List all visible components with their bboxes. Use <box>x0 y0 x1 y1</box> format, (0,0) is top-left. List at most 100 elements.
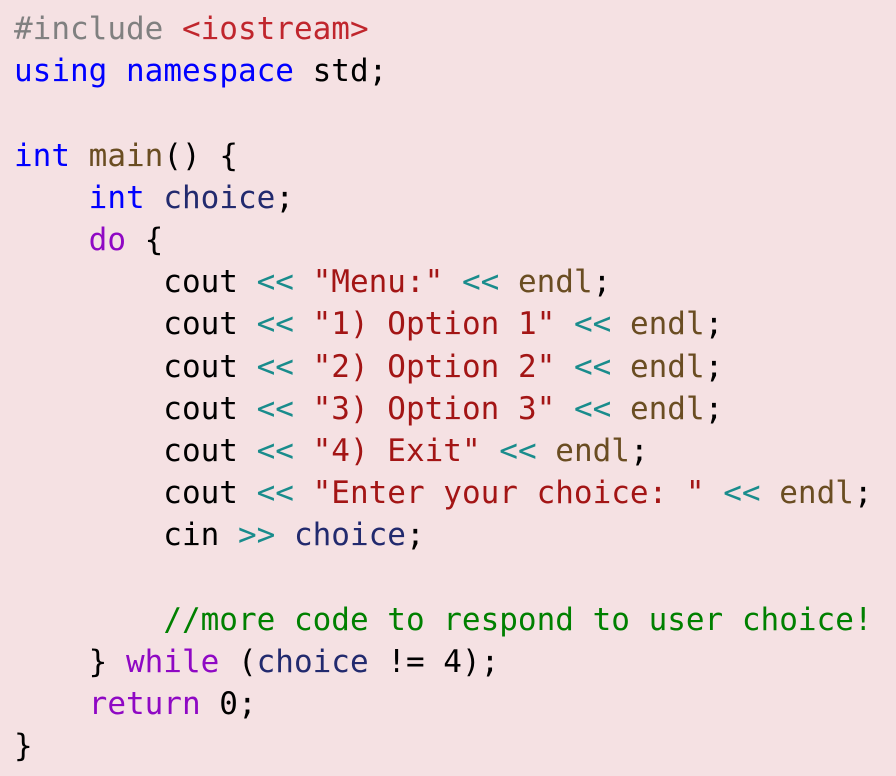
code-token-plain: ; <box>853 475 873 512</box>
code-token-plain <box>481 433 500 469</box>
code-line: cout << "2) Option 2" << endl; <box>14 346 896 388</box>
code-line: //more code to respond to user choice! <box>14 599 896 641</box>
code-token-plain: cout <box>14 390 257 427</box>
code-token-func: endl <box>779 475 854 512</box>
code-token-ident: choice <box>256 643 369 680</box>
code-token-plain <box>14 686 89 722</box>
code-line: cout << "1) Option 1" << endl; <box>14 303 896 345</box>
code-token-plain: ( <box>219 643 257 680</box>
code-line: int choice; <box>14 177 896 219</box>
code-token-string: "Enter your choice: " <box>312 475 705 512</box>
code-token-plain <box>705 475 724 511</box>
code-token-plain <box>611 391 630 427</box>
code-token-op: << <box>256 348 294 385</box>
code-token-plain: cin <box>14 517 238 554</box>
code-token-plain: ; <box>704 306 724 343</box>
code-token-string: "4) Exit" <box>312 432 481 469</box>
code-token-plain <box>294 475 313 511</box>
code-token-plain <box>555 349 574 385</box>
code-token-plain <box>14 180 89 216</box>
code-token-plain: ; <box>405 517 425 554</box>
code-token-op: << <box>256 475 294 512</box>
code-token-func: main <box>88 137 164 174</box>
code-token-string: "3) Option 3" <box>312 390 556 427</box>
code-token-plain <box>294 349 313 385</box>
code-token-keyword: using <box>14 53 108 90</box>
code-token-op: << <box>573 306 612 343</box>
code-token-ident: choice <box>163 179 276 216</box>
code-line <box>14 92 896 134</box>
code-token-plain <box>555 391 574 427</box>
code-token-plain <box>537 433 556 469</box>
code-token-comment: //more code to respond to user choice! <box>163 601 873 638</box>
code-token-plain: ; <box>704 348 724 385</box>
code-token-op: << <box>256 306 294 343</box>
code-token-string: "Menu:" <box>312 264 444 301</box>
code-token-flow: return <box>88 686 201 722</box>
code-token-flow: while <box>125 643 220 680</box>
code-line: cout << "Enter your choice: " << endl; <box>14 472 896 514</box>
code-token-plain <box>611 306 630 342</box>
code-token-plain: std; <box>293 53 388 90</box>
code-token-plain: { <box>125 221 164 258</box>
code-token-string: "1) Option 1" <box>312 306 556 343</box>
code-token-plain: cout <box>14 475 257 512</box>
code-token-flow: do <box>88 221 126 258</box>
code-token-plain: cout <box>14 348 257 385</box>
code-token-keyword: int <box>14 137 70 174</box>
code-token-plain: ; <box>592 264 612 301</box>
code-token-plain <box>611 349 630 385</box>
code-line: cout << "3) Option 3" << endl; <box>14 388 896 430</box>
code-line: using namespace std; <box>14 50 896 92</box>
code-token-plain <box>294 391 313 427</box>
code-token-op: << <box>573 348 612 385</box>
code-line: int main() { <box>14 135 896 177</box>
code-line: cout << "Menu:" << endl; <box>14 261 896 303</box>
code-token-op: << <box>723 475 761 512</box>
code-token-plain <box>499 264 518 300</box>
code-token-op: << <box>256 432 294 469</box>
code-token-op: << <box>499 432 537 469</box>
code-token-keyword: int <box>88 179 145 216</box>
code-token-plain <box>443 264 462 300</box>
code-token-plain <box>70 138 89 174</box>
code-token-plain: () { <box>163 137 238 174</box>
code-token-func: endl <box>629 390 705 427</box>
code-token-op: << <box>256 390 294 427</box>
code-token-plain: cout <box>14 432 257 469</box>
code-line: } <box>14 725 896 767</box>
code-token-plain: 0; <box>200 686 257 722</box>
code-line <box>14 556 896 598</box>
code-token-plain: } <box>14 728 33 765</box>
code-token-op: >> <box>237 517 276 554</box>
code-token-plain <box>107 53 126 89</box>
code-line: cin >> choice; <box>14 514 896 556</box>
code-token-plain: != 4); <box>368 643 500 680</box>
code-line: do { <box>14 219 896 261</box>
code-token-func: endl <box>517 264 593 301</box>
code-line: cout << "4) Exit" << endl; <box>14 430 896 472</box>
code-token-directive: #include <box>14 11 182 47</box>
code-line: return 0; <box>14 683 896 725</box>
code-token-header: <iostream> <box>181 11 369 47</box>
code-token-string: "2) Option 2" <box>312 348 556 385</box>
code-line: #include <iostream> <box>14 8 896 50</box>
code-token-ident: choice <box>293 517 406 554</box>
code-line: } while (choice != 4); <box>14 641 896 683</box>
code-token-plain: cout <box>14 306 257 343</box>
code-token-plain: ; <box>629 432 649 469</box>
code-token-op: << <box>256 264 294 301</box>
code-token-plain: cout <box>14 264 257 301</box>
code-token-plain <box>14 602 163 638</box>
code-token-op: << <box>573 390 612 427</box>
code-token-plain <box>555 306 574 342</box>
code-token-plain <box>761 475 780 511</box>
code-token-plain: ; <box>704 390 724 427</box>
code-token-plain <box>294 264 313 300</box>
code-token-plain <box>145 180 164 216</box>
code-token-plain <box>294 306 313 342</box>
code-token-plain <box>294 433 313 469</box>
code-token-plain: ; <box>275 179 294 216</box>
code-token-plain: } <box>14 643 126 680</box>
